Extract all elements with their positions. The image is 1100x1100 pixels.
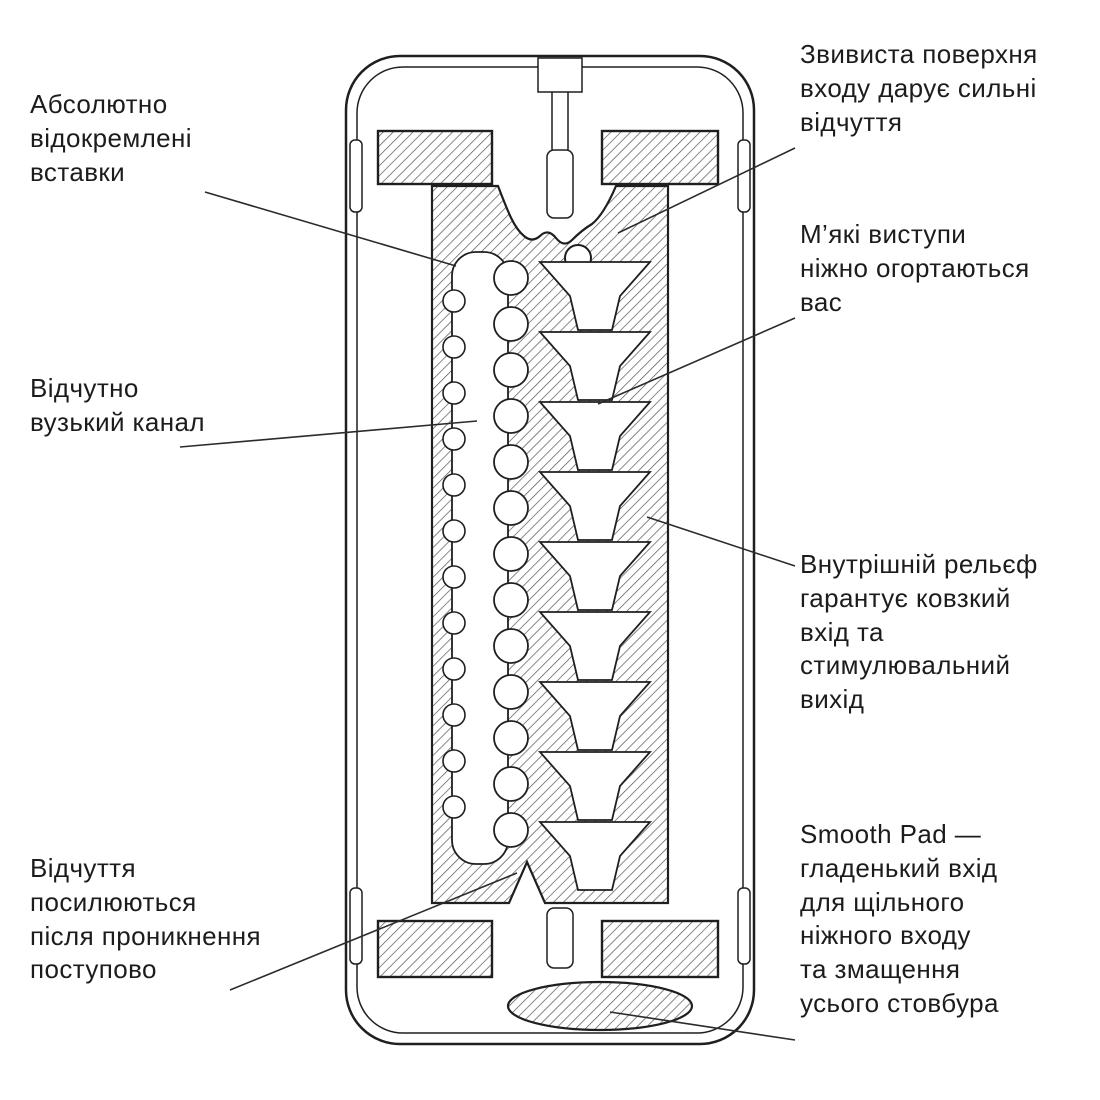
cap-insert (600, 919, 720, 979)
annotation-narrow-channel: Відчутно вузький канал (30, 373, 205, 437)
channel-nub (493, 720, 529, 756)
channel-nub (493, 536, 529, 572)
annotation-inner-relief: Внутрішній рельєф гарантує ковзкий вхід … (800, 549, 1038, 715)
channel-nub (493, 490, 529, 526)
cap-inserts (376, 129, 720, 979)
leader-line-soft-bumps (597, 317, 796, 405)
edge-nub (442, 703, 466, 727)
case-clip (349, 887, 363, 965)
leader-line-inserts (204, 191, 457, 267)
edge-nub (442, 381, 466, 405)
channel-nub (493, 812, 529, 848)
soft-ridge (538, 611, 652, 681)
edge-nub (442, 427, 466, 451)
soft-ridge (538, 471, 652, 541)
case-clip (737, 887, 751, 965)
leader-line-sensations (229, 872, 518, 991)
annotation-entry-surface: Звивиста поверхня входу дарує сильні від… (800, 39, 1038, 137)
case-clip (349, 139, 363, 213)
left-edge-nubs (442, 289, 466, 819)
bottom-slot (546, 907, 574, 969)
soft-ridge (538, 821, 652, 891)
soft-ridge (538, 331, 652, 401)
leader-line-smooth-pad (609, 1011, 796, 1041)
edge-nub (442, 749, 466, 773)
case-clip (737, 139, 751, 213)
edge-nub (442, 473, 466, 497)
channel-nub (493, 582, 529, 618)
cap-insert (600, 129, 720, 186)
leader-line-inner-relief (646, 516, 796, 567)
annotation-separated-inserts: Абсолютно відокремлені вставки (30, 89, 192, 187)
edge-nub (442, 289, 466, 313)
edge-nub (442, 565, 466, 589)
edge-nub (442, 335, 466, 359)
leader-lines (179, 147, 796, 1041)
soft-ridge (538, 681, 652, 751)
channel-nub (493, 306, 529, 342)
edge-nub (442, 795, 466, 819)
edge-nub (442, 519, 466, 543)
channel-nub (493, 444, 529, 480)
cap-insert (376, 129, 494, 186)
channel-nub (493, 674, 529, 710)
smooth-pad-shape (506, 980, 694, 1032)
cap-insert (376, 919, 494, 979)
leader-line-narrow-channel (179, 420, 478, 448)
edge-nub (442, 611, 466, 635)
channel-nub (493, 628, 529, 664)
annotation-soft-bumps: М’які виступи ніжно огортаються вас (800, 219, 1030, 317)
annotation-sensations: Відчуття посилюються після проникнення п… (30, 853, 261, 985)
soft-ridge (538, 401, 652, 471)
channel-nubs (493, 260, 529, 848)
top-vent-slot (546, 149, 574, 219)
edge-nub (442, 657, 466, 681)
channel-nub (493, 352, 529, 388)
leader-line-entry-surface (617, 147, 796, 234)
soft-ridge (538, 751, 652, 821)
channel-nub (493, 398, 529, 434)
top-vent-tab (537, 57, 583, 93)
soft-ridge (538, 541, 652, 611)
annotation-smooth-pad: Smooth Pad — гладенький вхід для щільног… (800, 819, 999, 1018)
channel-nub (493, 766, 529, 802)
soft-ridge (538, 261, 652, 331)
channel-nub (493, 260, 529, 296)
soft-ridges (538, 261, 652, 891)
